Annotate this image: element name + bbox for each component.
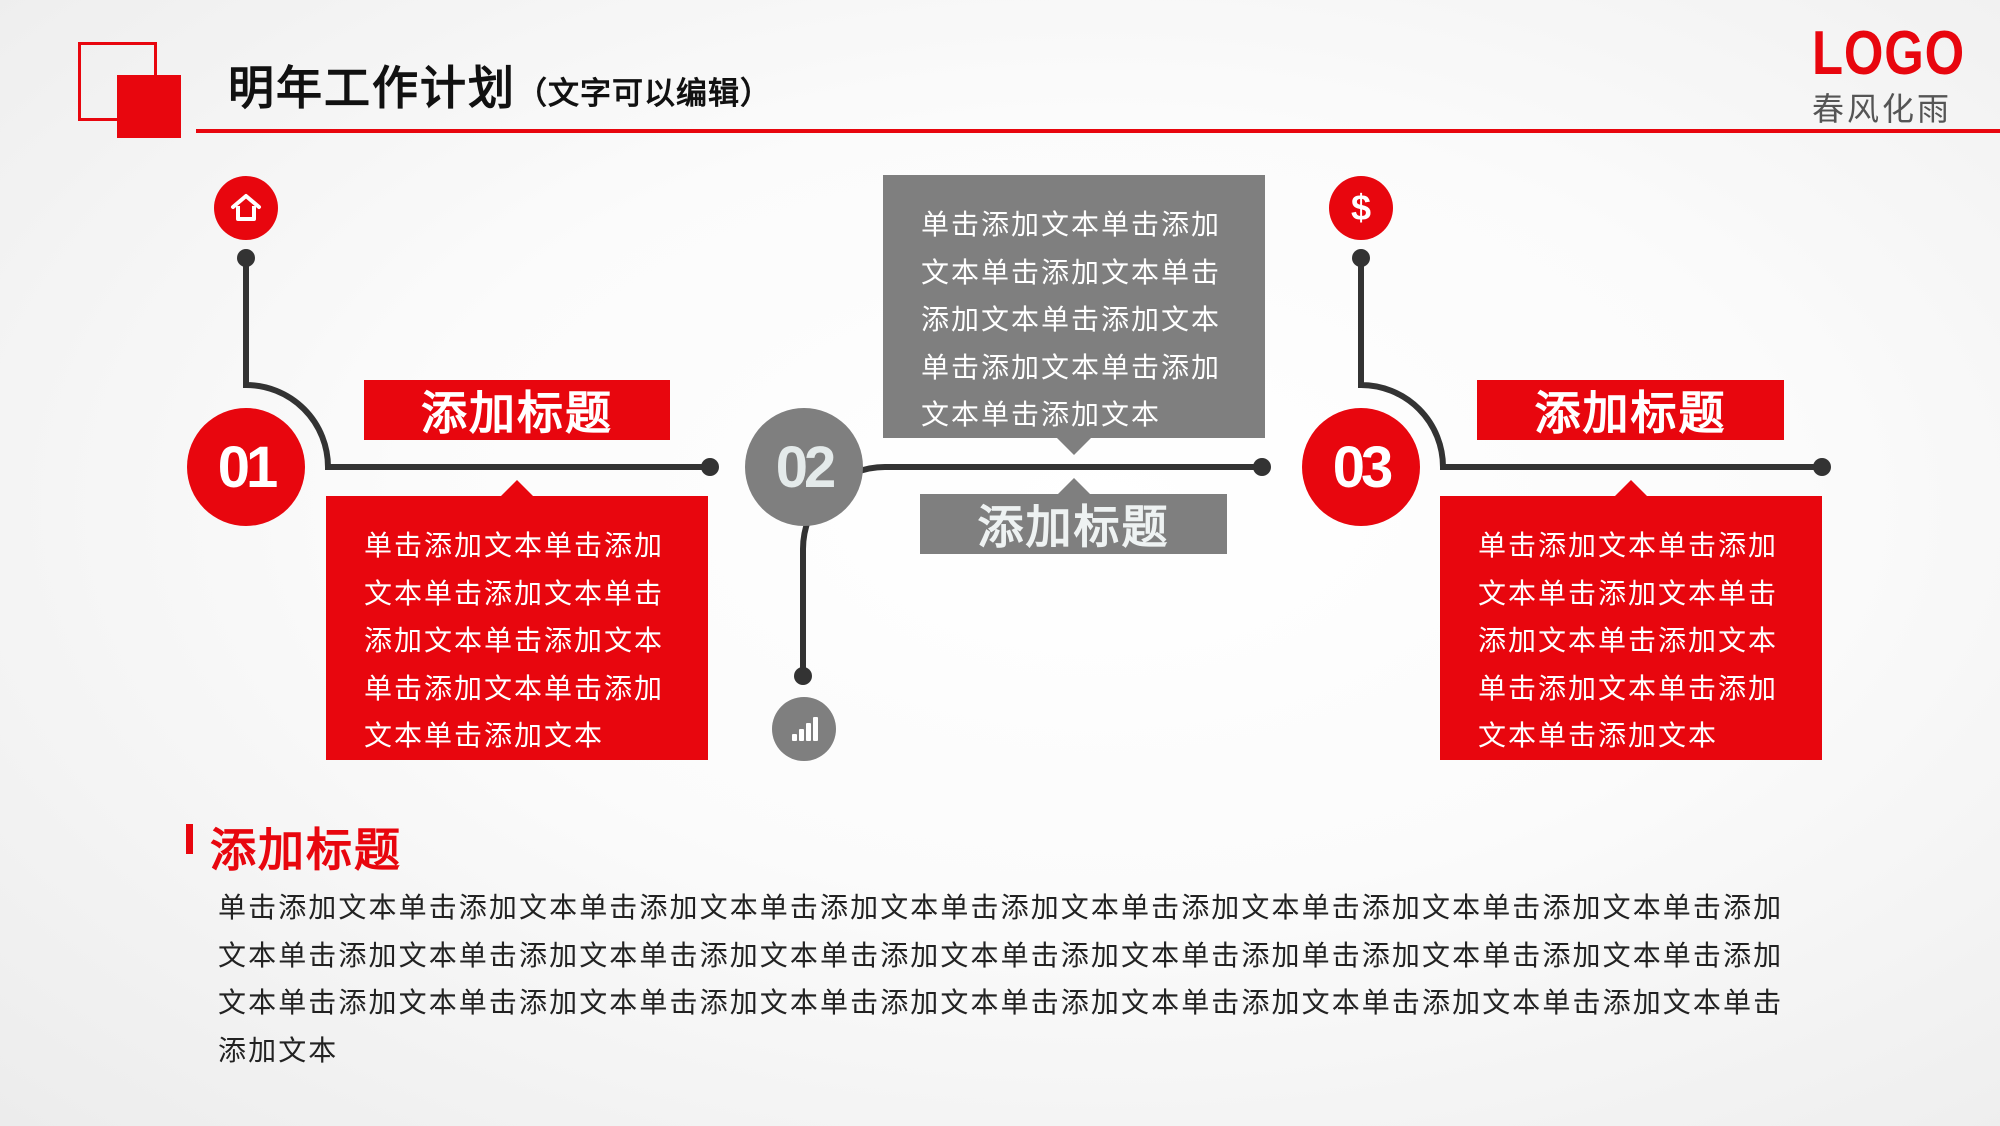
text-line: 单击添加文本单击添加	[1478, 671, 1779, 705]
text-line: 单击添加文本单击添加	[921, 208, 1222, 241]
step-2-textbox: 单击添加文本单击添加 文本单击添加文本单击 添加文本单击添加文本 单击添加文本单…	[883, 175, 1265, 438]
header-divider	[196, 129, 2000, 133]
step-3-title: 添加标题	[1477, 380, 1784, 440]
pointer-arrow	[500, 480, 534, 497]
pointer-arrow	[1614, 480, 1648, 497]
step-number-01: 01	[187, 408, 305, 526]
text-line: 文本单击添加文本单击添加文本单击添加文本单击添加文本单击添加文本单击添加单击添加…	[218, 938, 1784, 972]
step-1-title: 添加标题	[364, 380, 670, 440]
text-line: 添加文本单击添加文本	[921, 303, 1222, 337]
text-line: 添加文本单击添加文本	[364, 624, 665, 658]
text-line: 文本单击添加文本	[921, 398, 1162, 432]
dollar-icon: $	[1329, 176, 1393, 240]
text-line: 文本单击添加文本	[364, 719, 605, 753]
text-line: 文本单击添加文本单击	[1478, 576, 1779, 610]
step-1-textbox: 单击添加文本单击添加 文本单击添加文本单击 添加文本单击添加文本 单击添加文本单…	[326, 496, 708, 760]
text-line: 添加文本	[218, 1033, 339, 1067]
text-line: 单击添加文本单击添加	[364, 529, 665, 562]
home-icon	[214, 176, 278, 240]
bottom-section-title: 添加标题	[210, 823, 402, 877]
logo-subtitle: 春风化雨	[1812, 90, 1953, 128]
text-line: 添加文本单击添加文本	[1478, 624, 1779, 658]
text-line: 单击添加文本单击添加文本单击添加文本单击添加文本单击添加文本单击添加文本单击添加…	[218, 891, 1784, 924]
step-2-title: 添加标题	[920, 494, 1227, 554]
bottom-section-text: 单击添加文本单击添加文本单击添加文本单击添加文本单击添加文本单击添加文本单击添加…	[218, 884, 1818, 1074]
step-3-textbox: 单击添加文本单击添加 文本单击添加文本单击 添加文本单击添加文本 单击添加文本单…	[1440, 496, 1822, 760]
text-line: 文本单击添加文本单击	[921, 255, 1222, 289]
svg-text:$: $	[1351, 188, 1371, 228]
page-title: 明年工作计划（文字可以编辑）	[228, 61, 772, 115]
deco-square-filled	[117, 75, 181, 138]
bar-chart-icon	[772, 697, 836, 761]
page-subtitle: （文字可以编辑）	[516, 76, 772, 112]
step-number-03: 03	[1302, 408, 1420, 526]
text-line: 文本单击添加文本	[1478, 719, 1719, 753]
text-line: 文本单击添加文本单击	[364, 576, 665, 610]
logo: LOGO	[1812, 19, 1965, 88]
text-line: 单击添加文本单击添加	[1478, 529, 1779, 562]
text-line: 单击添加文本单击添加	[921, 350, 1222, 384]
pointer-arrow	[1057, 438, 1091, 455]
text-line: 文本单击添加文本单击添加文本单击添加文本单击添加文本单击添加文本单击添加文本单击…	[218, 986, 1784, 1020]
step-number-02: 02	[745, 408, 863, 526]
text-line: 单击添加文本单击添加	[364, 671, 665, 705]
section-marker	[186, 824, 193, 854]
pointer-arrow	[1057, 478, 1091, 495]
